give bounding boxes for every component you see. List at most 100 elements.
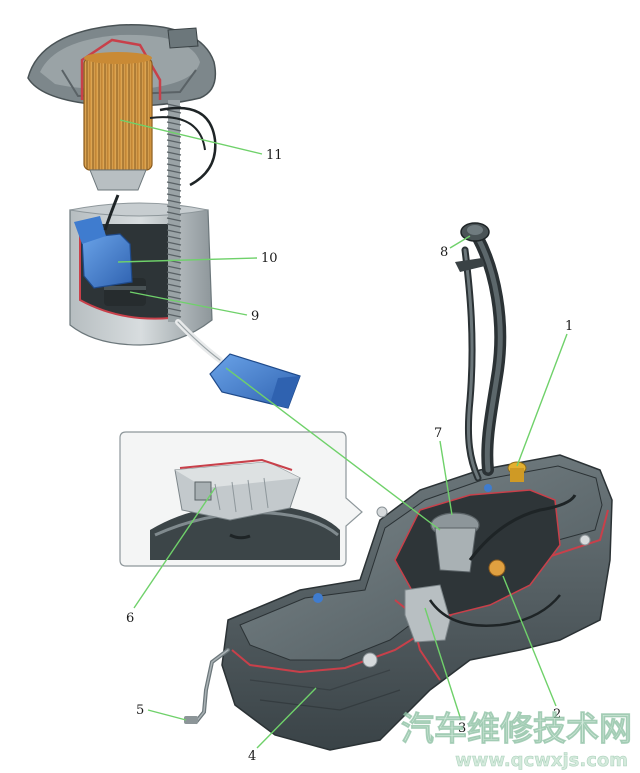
spring-coil — [166, 181, 182, 186]
callout-2: 2 — [553, 707, 561, 722]
module-outlet-tube — [177, 321, 221, 361]
callout-7: 7 — [434, 426, 442, 441]
internal-fuel-line — [428, 594, 561, 627]
leader-line-3 — [424, 607, 462, 721]
internal-fuel-line — [468, 494, 577, 561]
spring-coil — [166, 109, 182, 114]
blue-fitting — [313, 593, 323, 603]
fuel-filter — [83, 57, 153, 171]
pump-control-unit — [81, 233, 133, 289]
spring-coil — [166, 301, 182, 306]
leader-line-11 — [119, 119, 263, 155]
watermark-title: 汽车维修技术网 — [401, 709, 632, 748]
blue-fitting — [484, 484, 492, 492]
spring-coil — [166, 265, 182, 270]
callout-11: 11 — [266, 148, 283, 163]
module-cutaway-edge — [80, 38, 162, 100]
spring-coil — [166, 199, 182, 204]
spring-coil — [166, 307, 182, 312]
fuel-tank-rib — [259, 689, 401, 711]
spring-coil — [166, 133, 182, 138]
filler-cap-inner — [467, 225, 483, 235]
spring-coil — [166, 235, 182, 240]
spring-coil — [166, 139, 182, 144]
spring-coil — [166, 205, 182, 210]
fuel-delivery-module-body — [434, 527, 477, 573]
leader-line-harness — [225, 367, 441, 531]
fuel-supply-line — [184, 648, 230, 724]
filler-bracket — [455, 258, 485, 272]
spring-coil — [166, 103, 182, 108]
spring-coil — [166, 229, 182, 234]
spring-coil — [166, 283, 182, 288]
fuel-tank-rib — [249, 669, 391, 691]
spring-coil — [166, 151, 182, 156]
leader-lines — [117, 119, 568, 749]
spring-coil — [166, 253, 182, 258]
callout-6: 6 — [126, 611, 134, 626]
callout-8: 8 — [440, 245, 448, 260]
callout-10: 10 — [261, 251, 278, 266]
spring-coil — [166, 187, 182, 192]
module-wiring — [159, 106, 217, 187]
fuel-filter-top — [84, 52, 152, 64]
callout-labels: 1 2 3 4 5 6 7 8 9 10 11 — [126, 148, 573, 764]
spring-coil — [166, 223, 182, 228]
filler-pipe-highlight — [475, 235, 503, 473]
detail-sensor — [194, 481, 212, 501]
detail-wire — [229, 533, 251, 540]
watermark-url: www.qcwxjs.com — [455, 750, 628, 771]
detail-tank-ring — [150, 504, 340, 560]
leader-line-1 — [516, 333, 568, 467]
spring-coil — [166, 271, 182, 276]
vent-pipe-highlight — [463, 248, 480, 480]
filler-neck-assembly — [455, 222, 507, 482]
fuel-level-sensor — [488, 559, 506, 577]
spring-coil — [166, 157, 182, 162]
leader-line-9 — [129, 291, 248, 316]
module-wiring — [149, 116, 206, 151]
module-wiring — [103, 194, 120, 231]
spring-coil — [166, 277, 182, 282]
leader-line-6 — [133, 487, 216, 609]
fuel-tank — [221, 454, 613, 751]
spring-coil — [166, 289, 182, 294]
detail-ribs — [214, 477, 269, 513]
tank-vent-valve-body — [510, 468, 524, 482]
spring-coil — [166, 217, 182, 222]
spring-coil — [166, 247, 182, 252]
leader-line-8 — [449, 235, 471, 249]
pump-control-unit-top — [74, 216, 106, 244]
spring-coil — [166, 121, 182, 126]
leader-line-2 — [502, 575, 557, 707]
spring-coil — [166, 163, 182, 168]
spring-coil — [166, 175, 182, 180]
spring-coil — [166, 241, 182, 246]
spring-coil — [166, 145, 182, 150]
leader-line-5 — [147, 709, 187, 721]
detail-tank-ring-edge — [154, 511, 339, 537]
drain-plug — [362, 652, 378, 668]
callout-5: 5 — [136, 703, 144, 718]
fuel-line-connector — [184, 716, 198, 724]
harness-connector-face — [270, 376, 300, 408]
detail-inset — [119, 431, 363, 567]
leader-line-4 — [256, 687, 317, 749]
callout-1: 1 — [565, 319, 573, 334]
spring-coil — [166, 127, 182, 132]
spring-coil — [166, 313, 182, 318]
drain-plug — [579, 534, 591, 546]
spring-coil — [166, 211, 182, 216]
detail-red-seam — [179, 458, 293, 471]
spring-coil — [166, 169, 182, 174]
callout-3: 3 — [458, 721, 466, 736]
fuel-filter-base — [89, 169, 147, 191]
fuel-pump-motor-band — [104, 286, 146, 290]
leader-line-10 — [117, 257, 258, 263]
fuel-pump-module — [27, 24, 301, 409]
drain-plug — [376, 506, 388, 518]
fuel-supply-line-tube — [195, 649, 229, 723]
spring-coil — [166, 193, 182, 198]
spring-coil — [166, 295, 182, 300]
